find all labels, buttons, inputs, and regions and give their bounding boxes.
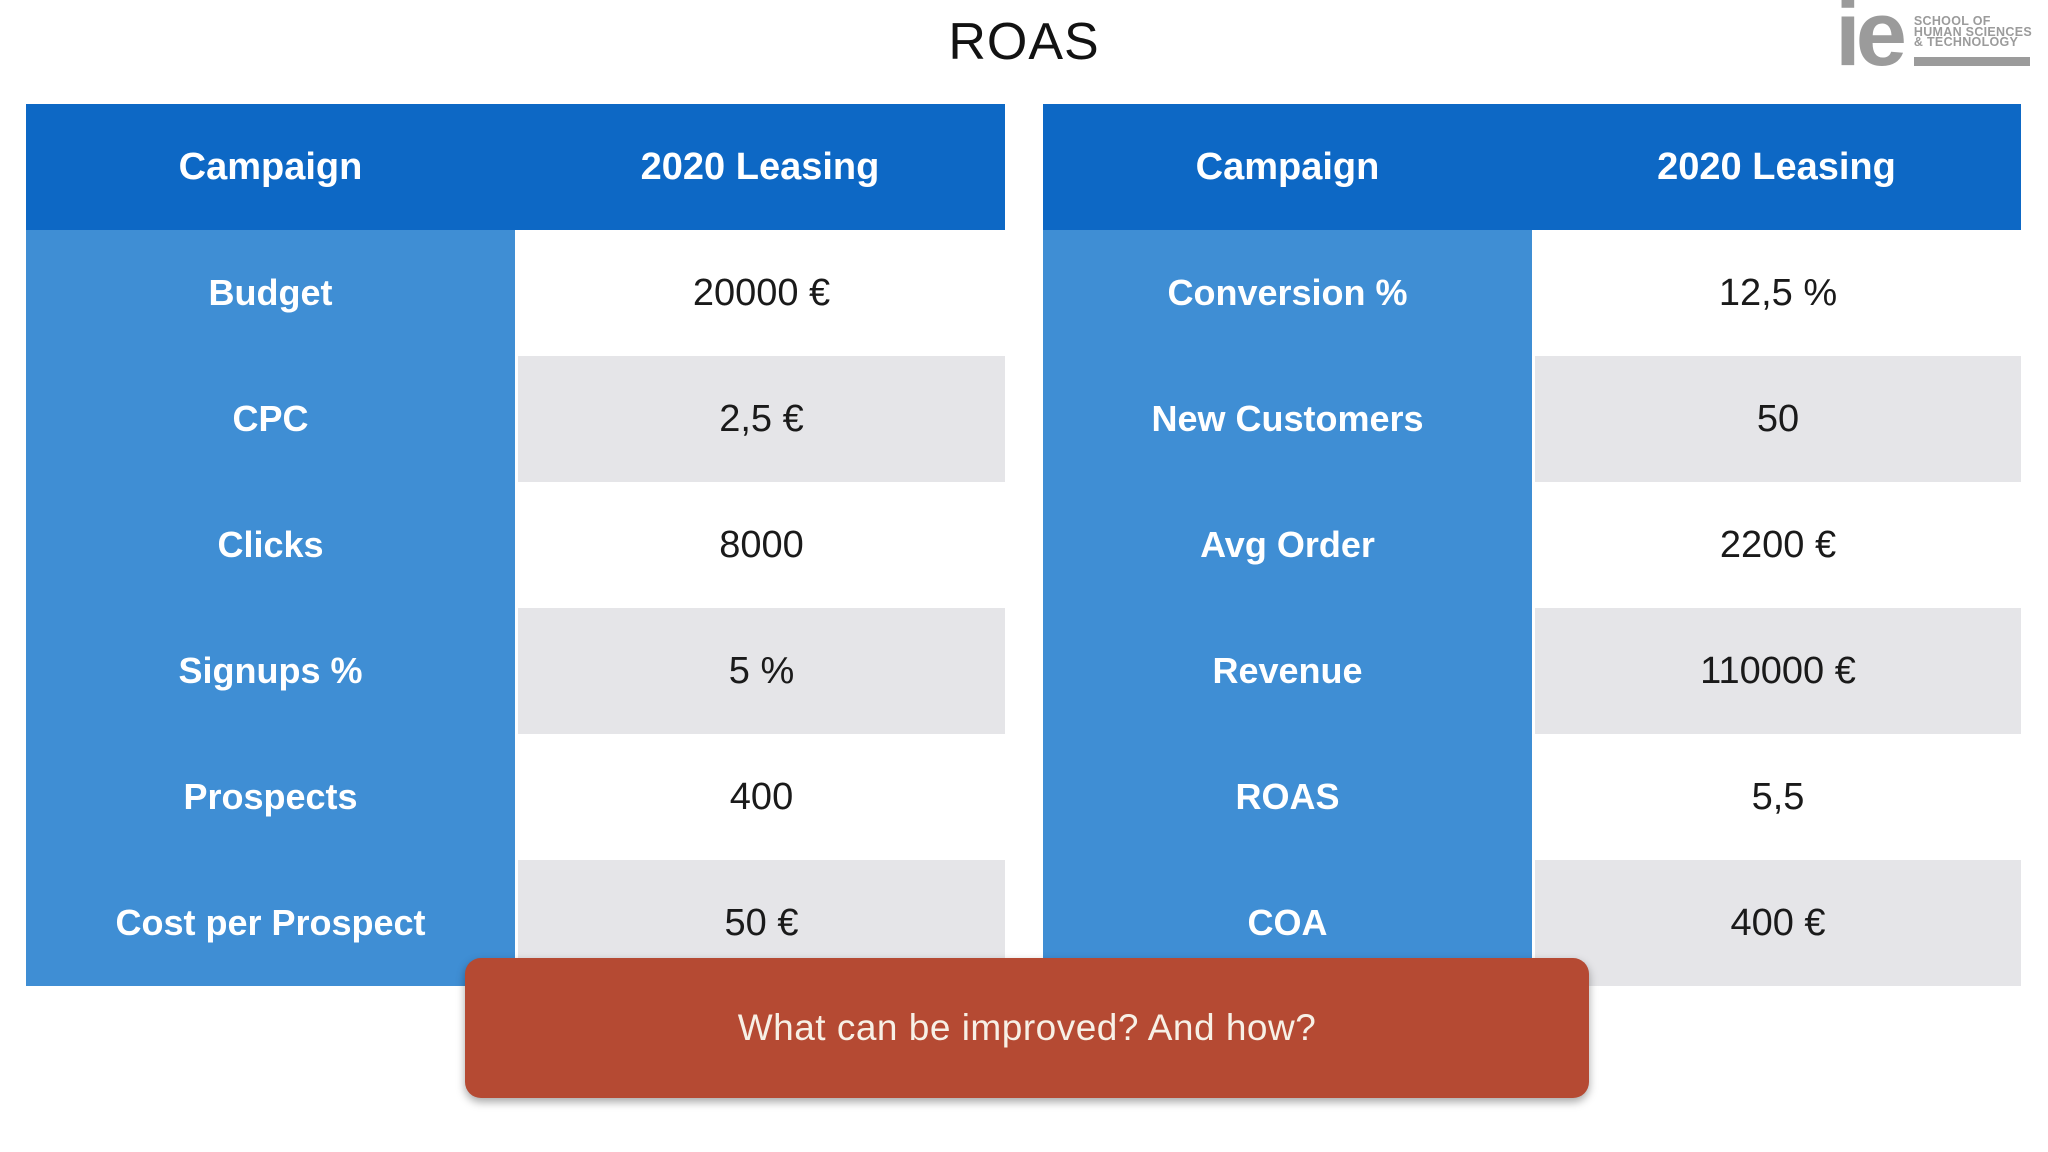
metric-value-cell: 2200 € [1532, 482, 2021, 608]
metric-label-cell: CPC [26, 356, 515, 482]
metric-value-cell: 20000 € [515, 230, 1005, 356]
question-banner: What can be improved? And how? [465, 958, 1589, 1098]
column-header-campaign: Campaign [26, 104, 515, 230]
metric-label-cell: Signups % [26, 608, 515, 734]
metric-value-cell: 50 [1532, 356, 2021, 482]
ie-logo-text-block: SCHOOL OF HUMAN SCIENCES & TECHNOLOGY [1913, 14, 2032, 66]
question-banner-text: What can be improved? And how? [737, 1007, 1317, 1048]
ie-logo-line-2: HUMAN SCIENCES [1913, 24, 2032, 39]
metric-value-cell: 2,5 € [515, 356, 1005, 482]
metric-label-cell: Conversion % [1043, 230, 1532, 356]
page-title: ROAS [948, 13, 1100, 71]
column-header-period: 2020 Leasing [1532, 104, 2021, 230]
metric-label-cell: Revenue [1043, 608, 1532, 734]
metric-value-cell: 5,5 [1532, 734, 2021, 860]
column-header-period: 2020 Leasing [515, 104, 1005, 230]
metric-value-cell: 12,5 % [1532, 230, 2021, 356]
metric-label-cell: Cost per Prospect [26, 860, 515, 986]
metric-label-cell: ROAS [1043, 734, 1532, 860]
ie-logo-lines: SCHOOL OF HUMAN SCIENCES & TECHNOLOGY [1913, 14, 2032, 49]
metric-label-cell: New Customers [1043, 356, 1532, 482]
ie-logo-line-1: SCHOOL OF [1913, 14, 1991, 28]
ie-school-logo: ie SCHOOL OF HUMAN SCIENCES & TECHNOLOGY [1835, 0, 2032, 80]
metric-label-cell: Avg Order [1043, 482, 1532, 608]
ie-logo-line-3: & TECHNOLOGY [1913, 35, 2019, 49]
campaign-funnel-table: Campaign 2020 Leasing Budget 20000 € CPC… [26, 104, 1005, 986]
campaign-results-table: Campaign 2020 Leasing Conversion % 12,5 … [1043, 104, 2021, 986]
ie-logo-underline-bar [1913, 56, 2030, 66]
metric-value-cell: 110000 € [1532, 608, 2021, 734]
metric-value-cell: 400 [515, 734, 1005, 860]
metric-label-cell: Prospects [26, 734, 515, 860]
column-header-campaign: Campaign [1043, 104, 1532, 230]
ie-logo-mark: ie [1835, 0, 1907, 85]
metric-value-cell: 400 € [1532, 860, 2021, 986]
metric-label-cell: Clicks [26, 482, 515, 608]
metric-label-cell: Budget [26, 230, 515, 356]
metric-value-cell: 5 % [515, 608, 1005, 734]
metric-value-cell: 8000 [515, 482, 1005, 608]
